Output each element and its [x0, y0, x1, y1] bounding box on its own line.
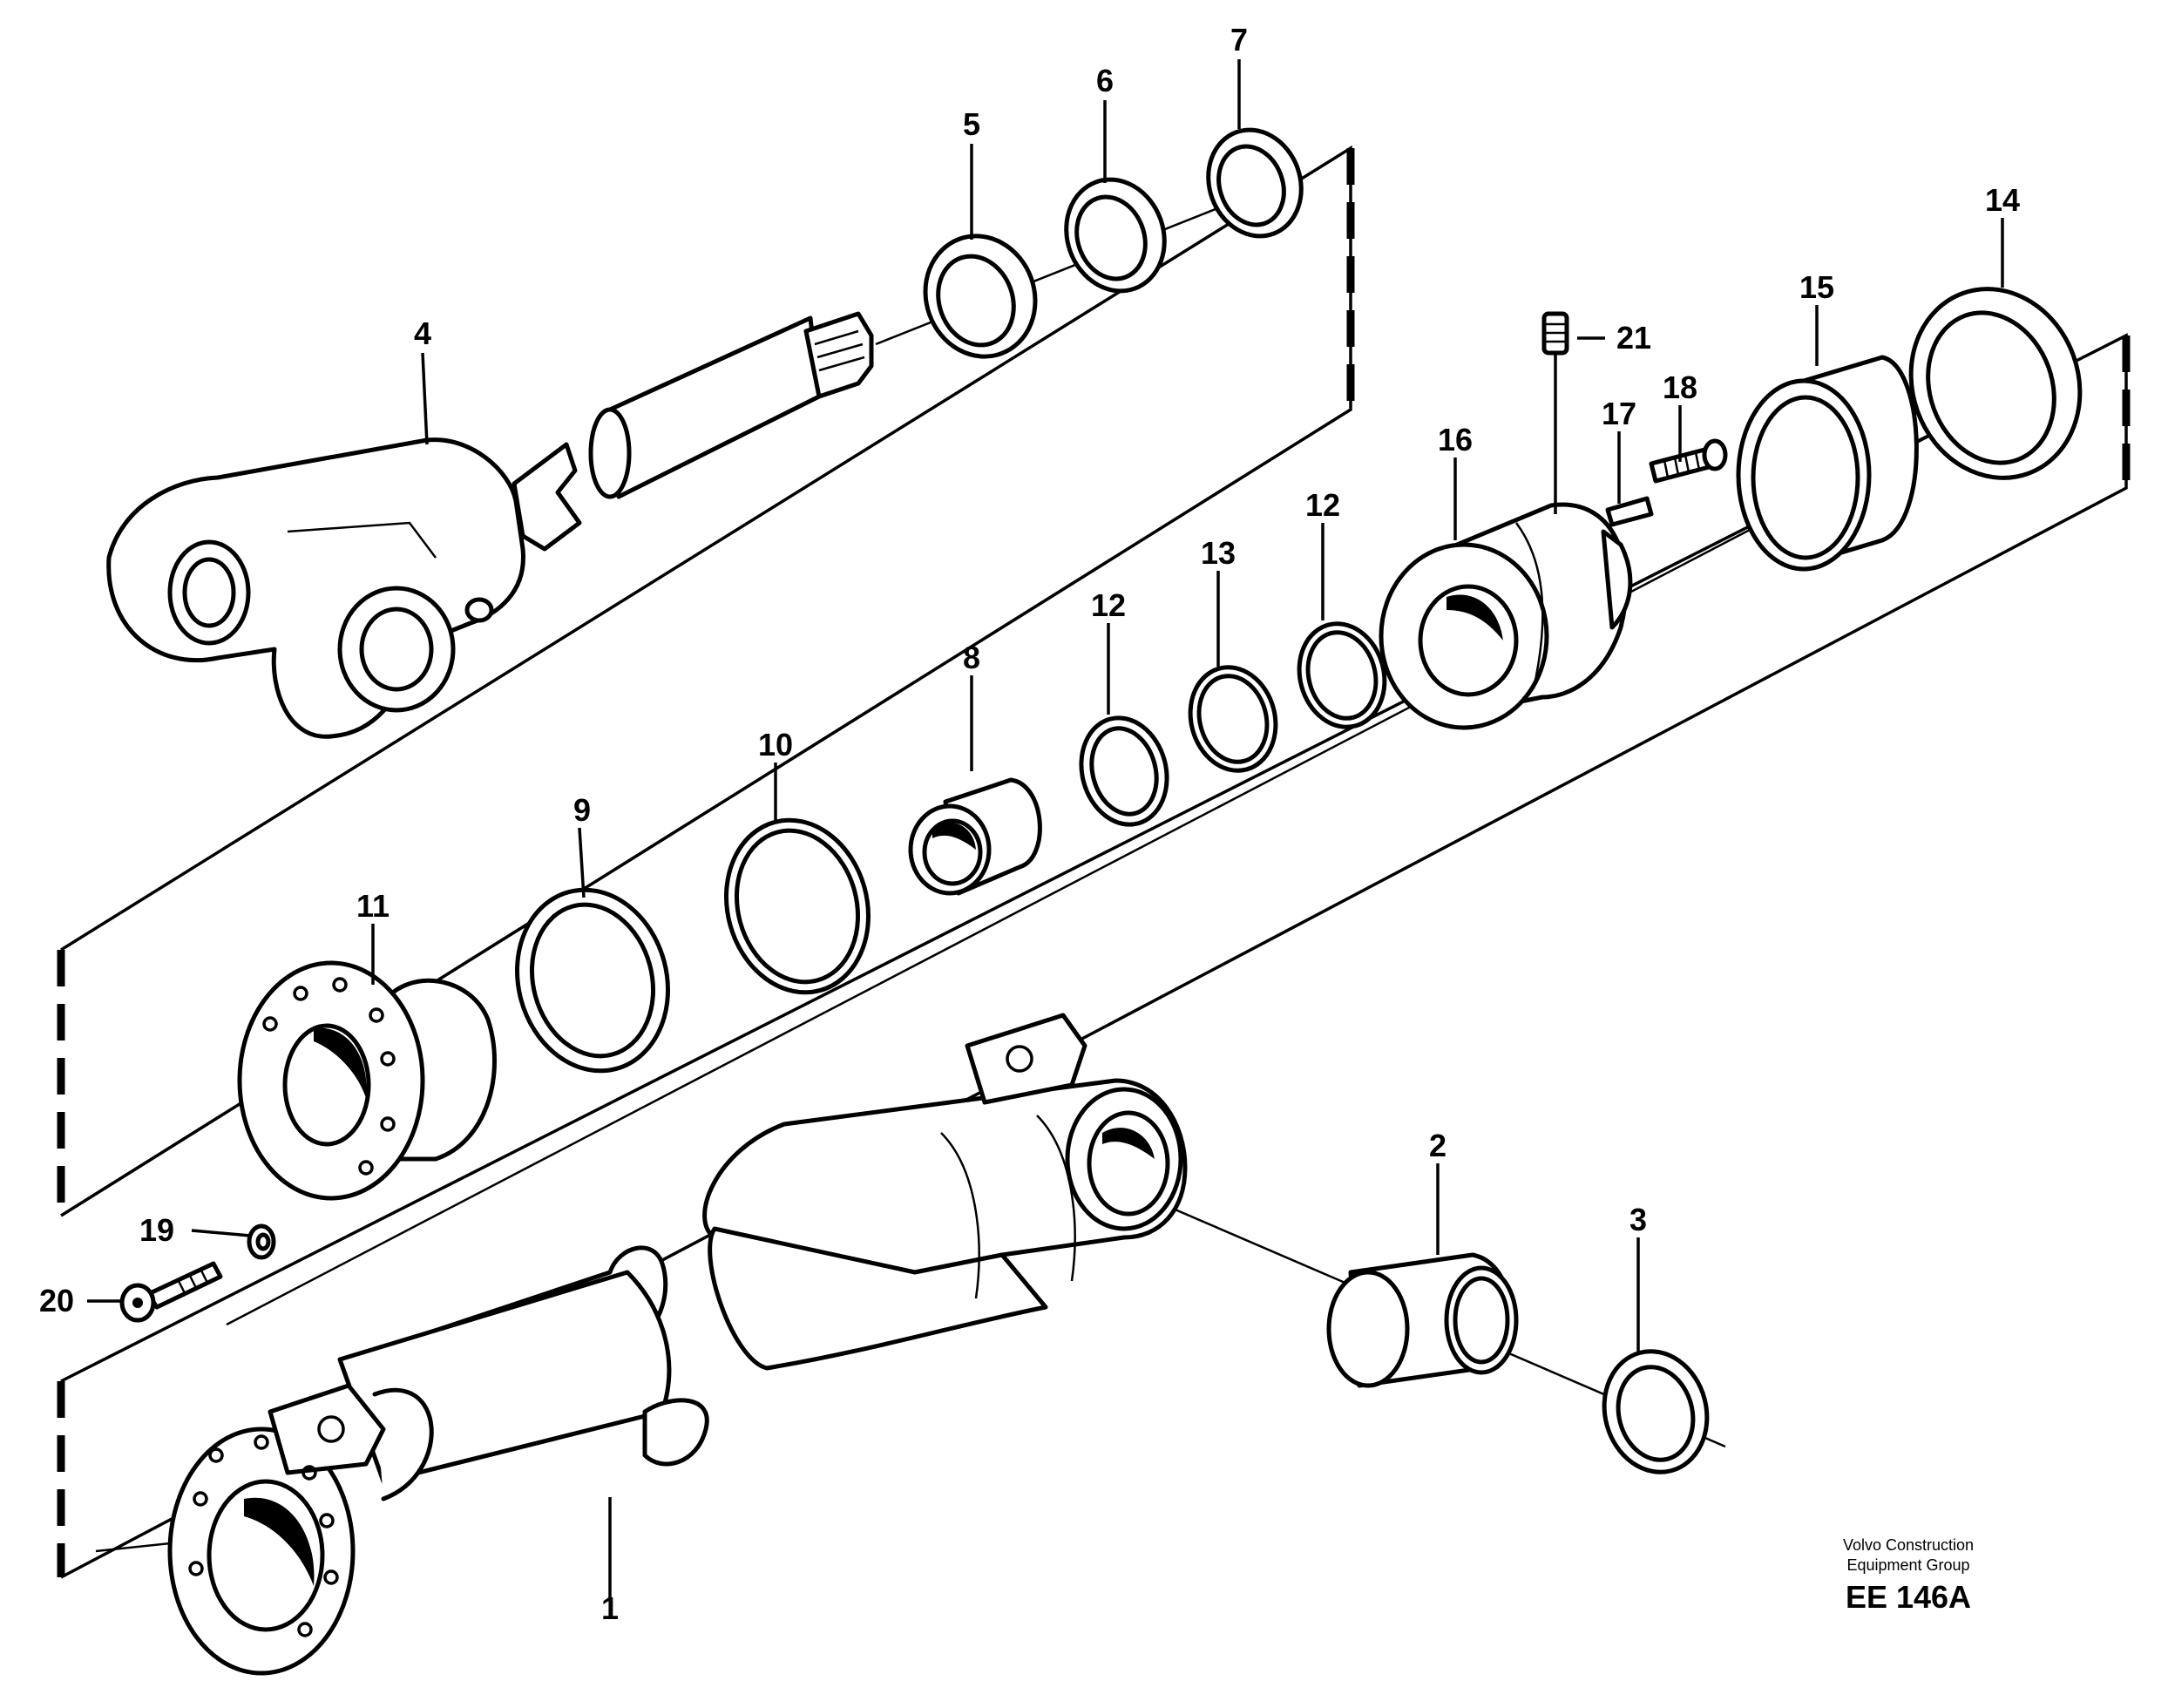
callout-10: 10	[758, 727, 793, 762]
callout-18: 18	[1663, 369, 1697, 405]
callout-17: 17	[1602, 396, 1636, 431]
piston-frame	[57, 333, 2131, 1579]
seal-13	[1188, 665, 1278, 773]
callout-2: 2	[1429, 1128, 1446, 1163]
seal-3	[1602, 1349, 1710, 1474]
piston-rod-4	[106, 311, 874, 739]
callout-7: 7	[1230, 22, 1248, 58]
seal-7	[1206, 127, 1304, 239]
callout-8: 8	[963, 640, 980, 675]
screw-18	[1649, 438, 1728, 484]
callout-5: 5	[963, 106, 980, 142]
callout-13: 13	[1201, 535, 1236, 571]
seal-12a	[1079, 715, 1169, 827]
part-callouts: 1 2 3 4 5 6 7 8 9 10 11 12 12 13 14 15 1…	[39, 22, 2020, 1626]
callout-9: 9	[573, 792, 591, 828]
leader-lines	[87, 59, 2004, 1599]
callout-15: 15	[1799, 269, 1834, 305]
callout-20: 20	[39, 1283, 74, 1318]
piston-16	[1379, 502, 1633, 730]
wiper-14	[1908, 287, 2083, 480]
seal-12b	[1297, 621, 1387, 729]
publisher-name-line1: Volvo Construction	[1842, 1536, 1975, 1554]
callout-4: 4	[414, 315, 431, 351]
piston-rod-frame	[57, 145, 1355, 1217]
callout-3: 3	[1629, 1202, 1647, 1237]
callout-11: 11	[356, 888, 390, 924]
bushing-8	[908, 777, 1042, 896]
callout-12b: 12	[1305, 487, 1340, 523]
head-bolt-holes	[262, 977, 396, 1176]
callout-16: 16	[1438, 422, 1473, 458]
callout-19: 19	[139, 1212, 174, 1248]
set-screw-21	[1541, 311, 1569, 356]
piston-axis	[226, 382, 2031, 1326]
callout-6: 6	[1096, 63, 1114, 98]
bushing-2	[1326, 1252, 1519, 1388]
ring-9-inner	[529, 902, 656, 1059]
drawing-code: EE 146A	[1845, 1579, 1972, 1615]
ring-10-inner	[734, 828, 861, 985]
washer-19	[247, 1223, 276, 1260]
callout-14: 14	[1985, 182, 2020, 218]
guide-ring-15	[1736, 355, 1919, 572]
callout-1: 1	[601, 1590, 619, 1626]
callout-12a: 12	[1091, 587, 1126, 623]
tube-flange-bolt-holes	[188, 1434, 339, 1637]
seal-6	[1064, 177, 1167, 294]
seal-5	[923, 234, 1038, 359]
callout-21: 21	[1616, 320, 1651, 356]
publisher-name-line2: Equipment Group	[1846, 1556, 1970, 1574]
cap-screw-20	[119, 1261, 223, 1323]
cylinder-tube-1	[167, 1013, 1188, 1676]
cylinder-head-11	[237, 960, 497, 1201]
pin-17	[1605, 496, 1654, 527]
